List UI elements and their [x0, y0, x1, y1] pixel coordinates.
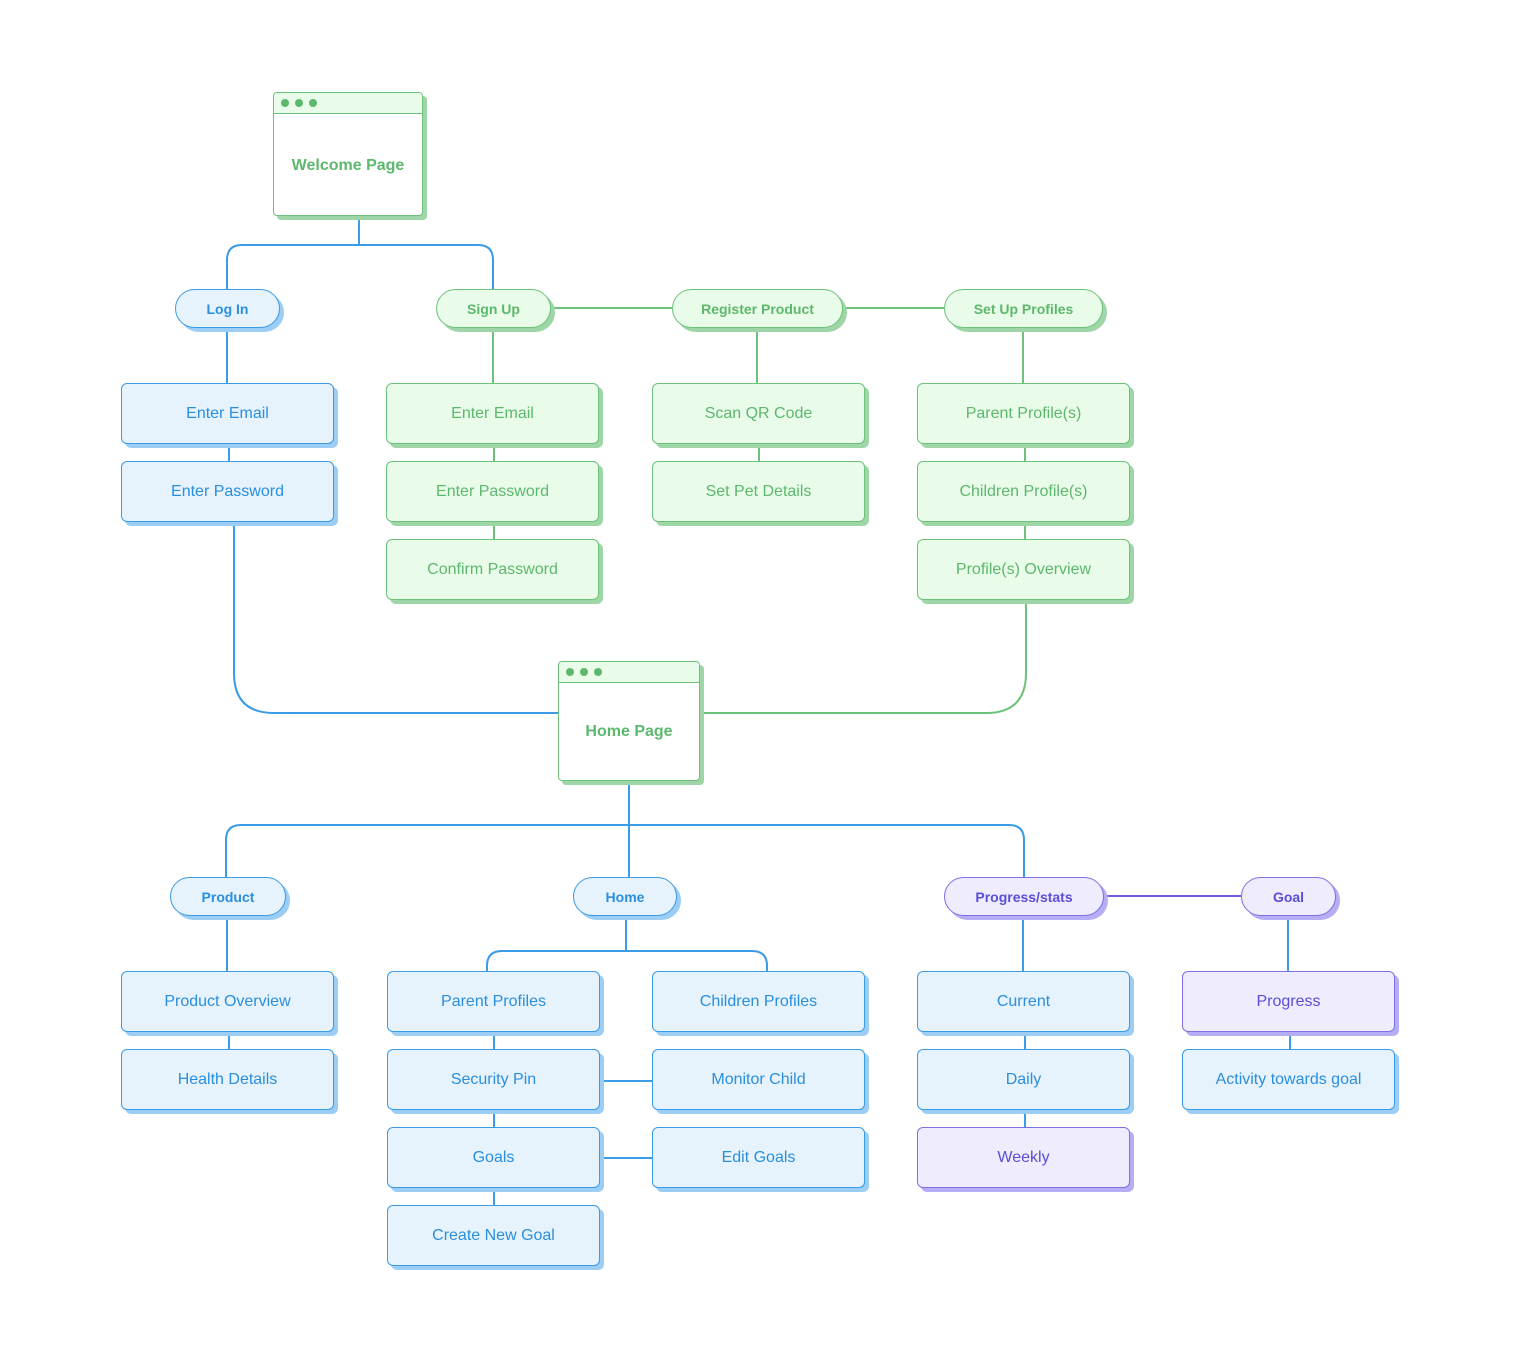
- step-daily[interactable]: Daily: [917, 1049, 1130, 1110]
- step-create-new-goal[interactable]: Create New Goal: [387, 1205, 600, 1266]
- step-signup-enter-password[interactable]: Enter Password: [386, 461, 599, 522]
- welcome-page-title: Welcome Page: [291, 157, 405, 174]
- step-weekly[interactable]: Weekly: [917, 1127, 1130, 1188]
- step-login-enter-email[interactable]: Enter Email: [121, 383, 334, 444]
- step-home-children-profiles[interactable]: Children Profiles: [652, 971, 865, 1032]
- window-dot-icon: [566, 668, 574, 676]
- step-set-pet-details[interactable]: Set Pet Details: [652, 461, 865, 522]
- pill-set-up-profiles[interactable]: Set Up Profiles: [944, 289, 1103, 328]
- pill-goal[interactable]: Goal: [1241, 877, 1336, 916]
- welcome-page-window[interactable]: Welcome Page: [273, 92, 423, 216]
- step-login-enter-password[interactable]: Enter Password: [121, 461, 334, 522]
- window-dot-icon: [295, 99, 303, 107]
- step-current[interactable]: Current: [917, 971, 1130, 1032]
- step-signup-enter-email[interactable]: Enter Email: [386, 383, 599, 444]
- pill-log-in[interactable]: Log In: [175, 289, 280, 328]
- window-title-bar: [559, 662, 699, 683]
- pill-progress-stats[interactable]: Progress/stats: [944, 877, 1104, 916]
- step-activity-towards-goal[interactable]: Activity towards goal: [1182, 1049, 1395, 1110]
- window-dot-icon: [309, 99, 317, 107]
- pill-sign-up[interactable]: Sign Up: [436, 289, 551, 328]
- connector-welcome-login: [226, 219, 360, 290]
- window-dot-icon: [580, 668, 588, 676]
- step-goal-progress[interactable]: Progress: [1182, 971, 1395, 1032]
- connector-login-home: [233, 523, 558, 714]
- pill-register-product[interactable]: Register Product: [672, 289, 843, 328]
- connector-welcome-signup: [359, 244, 494, 290]
- connector-setup-home: [702, 601, 1027, 714]
- step-edit-goals[interactable]: Edit Goals: [652, 1127, 865, 1188]
- step-profiles-overview[interactable]: Profile(s) Overview: [917, 539, 1130, 600]
- window-dot-icon: [594, 668, 602, 676]
- step-health-details[interactable]: Health Details: [121, 1049, 334, 1110]
- step-goals[interactable]: Goals: [387, 1127, 600, 1188]
- home-page-window[interactable]: Home Page: [558, 661, 700, 781]
- connector-home-sections: [225, 784, 1025, 877]
- pill-home[interactable]: Home: [573, 877, 677, 916]
- step-parent-profiles[interactable]: Parent Profile(s): [917, 383, 1130, 444]
- step-monitor-child[interactable]: Monitor Child: [652, 1049, 865, 1110]
- step-signup-confirm-password[interactable]: Confirm Password: [386, 539, 599, 600]
- step-home-parent-profiles[interactable]: Parent Profiles: [387, 971, 600, 1032]
- home-page-title: Home Page: [585, 723, 673, 740]
- window-dot-icon: [281, 99, 289, 107]
- pill-product[interactable]: Product: [170, 877, 286, 916]
- step-security-pin[interactable]: Security Pin: [387, 1049, 600, 1110]
- step-product-overview[interactable]: Product Overview: [121, 971, 334, 1032]
- step-scan-qr-code[interactable]: Scan QR Code: [652, 383, 865, 444]
- connector-home-split: [486, 915, 768, 971]
- step-children-profiles[interactable]: Children Profile(s): [917, 461, 1130, 522]
- window-title-bar: [274, 93, 422, 114]
